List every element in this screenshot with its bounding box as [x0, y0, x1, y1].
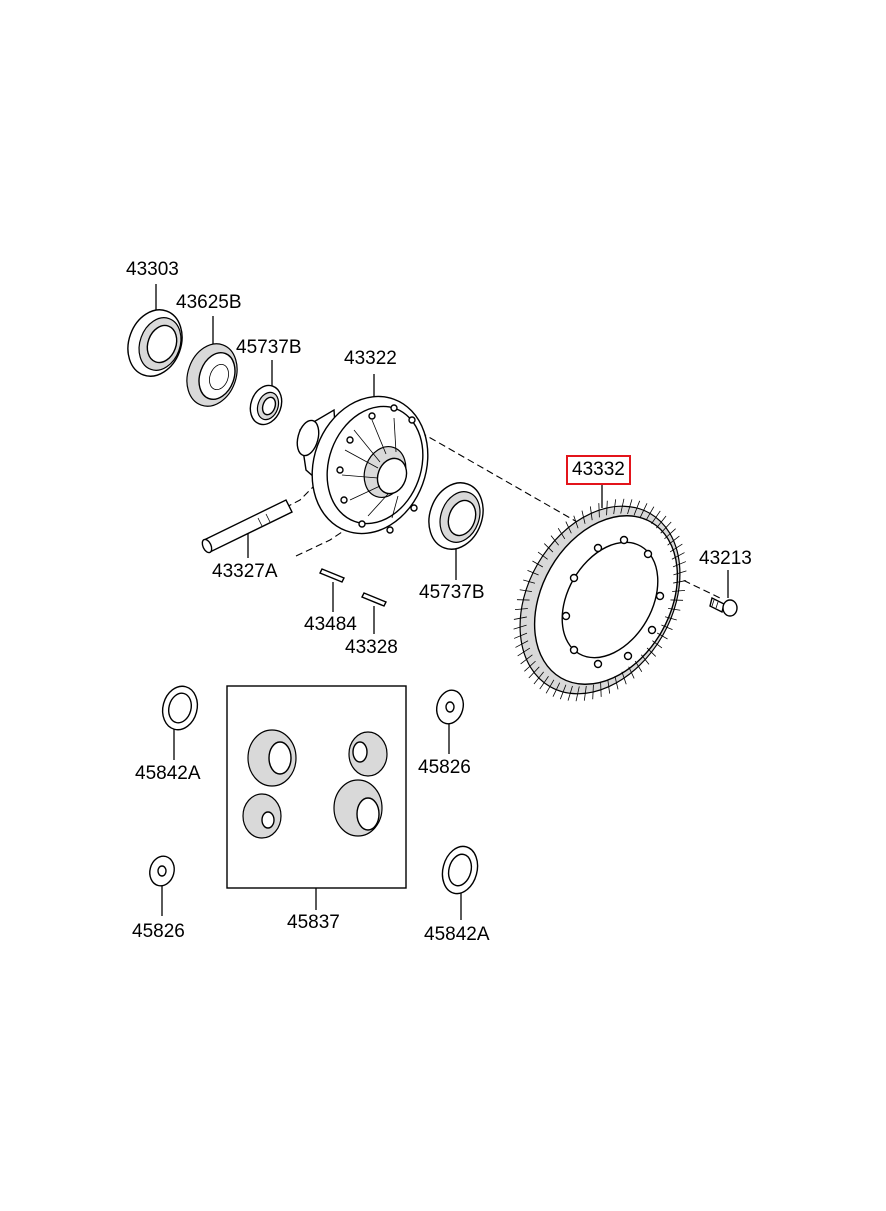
gear-tooth	[589, 506, 593, 521]
gear-tooth	[652, 640, 663, 649]
gear-tooth	[673, 570, 687, 576]
washer-45842A-left	[161, 685, 199, 731]
gear-tooth	[533, 671, 544, 685]
gear-tooth	[639, 503, 648, 518]
gear-tooth	[600, 682, 602, 697]
gear-tooth	[592, 684, 594, 700]
gear-tooth	[513, 616, 527, 620]
gear-tooth	[628, 666, 635, 679]
gear-tooth	[627, 499, 633, 515]
gear-tooth	[513, 632, 528, 639]
seal-45737B-large	[428, 482, 484, 550]
gear-tooth	[567, 685, 573, 701]
gear-tooth	[664, 616, 677, 621]
gear-tooth	[656, 632, 668, 640]
gear-tooth	[528, 666, 540, 679]
part-label-43328[interactable]: 43328	[345, 637, 398, 658]
leader-lines	[155, 284, 729, 920]
bearing-43303	[127, 309, 183, 377]
gear-tooth	[661, 624, 673, 631]
part-label-43332-highlighted[interactable]: 43332	[566, 455, 631, 485]
gear-tooth	[513, 624, 527, 630]
pin-43484	[319, 568, 345, 583]
part-label-45737B-mid[interactable]: 45737B	[419, 582, 485, 603]
pin-43328	[361, 592, 387, 607]
gear-tooth	[550, 535, 559, 546]
gear-tooth	[519, 589, 532, 592]
gear-tooth	[514, 608, 528, 611]
part-label-43322[interactable]: 43322	[344, 348, 397, 369]
pinion-gear-top-right	[348, 731, 388, 777]
gear-tooth	[607, 679, 611, 694]
gear-tooth	[552, 682, 561, 697]
gear-tooth	[524, 660, 536, 672]
gear-tooth	[573, 515, 579, 529]
part-label-45826-left[interactable]: 45826	[132, 921, 185, 942]
gear-tooth	[656, 515, 667, 529]
gear-tooth	[634, 660, 643, 672]
gear-tooth	[557, 528, 566, 540]
gear-tooth	[598, 503, 600, 518]
washer-45842A-right	[441, 845, 479, 895]
gear-tooth	[520, 654, 533, 665]
gear-tooth	[581, 510, 586, 524]
gear-tooth	[545, 679, 555, 694]
gear-tooth	[672, 589, 686, 592]
gear-tooth	[673, 580, 687, 584]
part-label-43303[interactable]: 43303	[126, 259, 179, 280]
part-label-45826-right[interactable]: 45826	[418, 757, 471, 778]
gear-tooth	[543, 543, 554, 553]
gear-tooth	[668, 608, 681, 611]
part-label-45737B-top[interactable]: 45737B	[236, 337, 302, 358]
gear-tooth	[620, 498, 625, 514]
gear-tooth	[645, 506, 655, 521]
gear-kit-45837	[226, 685, 407, 889]
gear-tooth	[532, 560, 544, 568]
part-label-45837[interactable]: 45837	[287, 912, 340, 933]
part-label-43625B[interactable]: 43625B	[176, 292, 242, 313]
gear-tooth	[664, 528, 676, 540]
part-label-45842A-left[interactable]: 45842A	[135, 763, 201, 784]
gear-43625B	[186, 343, 238, 407]
gear-tooth	[672, 561, 687, 568]
gear-tooth	[575, 686, 580, 702]
seal-45737B-small	[249, 384, 283, 426]
gear-tooth	[537, 551, 548, 560]
washer-45826-left	[149, 855, 175, 887]
part-label-43327A[interactable]: 43327A	[212, 561, 278, 582]
gear-tooth	[646, 647, 657, 657]
gear-tooth	[621, 671, 627, 685]
gear-tooth	[559, 684, 567, 700]
ring-gear-43332	[513, 498, 687, 702]
gear-tooth	[523, 579, 536, 584]
gear-tooth	[671, 552, 685, 560]
pinion-gear-bottom-left	[242, 793, 282, 839]
gear-tooth	[641, 654, 650, 665]
gear-tooth	[660, 521, 672, 534]
gear-tooth	[515, 640, 529, 648]
gear-tooth	[517, 647, 531, 657]
gear-tooth	[527, 569, 539, 576]
gear-tooth	[667, 535, 680, 546]
gear-tooth	[669, 543, 683, 553]
bolt-43213	[709, 596, 738, 617]
gear-tooth	[583, 685, 587, 701]
differential-case-43322	[296, 395, 429, 535]
gear-tooth	[651, 510, 661, 524]
gear-tooth	[633, 500, 641, 516]
part-label-43484[interactable]: 43484	[304, 614, 357, 635]
gear-tooth	[613, 499, 617, 515]
part-label-43213[interactable]: 43213	[699, 548, 752, 569]
washer-45826-right	[435, 689, 465, 725]
side-gear-top-left	[247, 729, 297, 787]
shaft-43327A	[201, 499, 293, 554]
gear-tooth	[539, 676, 549, 690]
side-gear-bottom-right	[333, 779, 383, 837]
part-label-45842A-right[interactable]: 45842A	[424, 924, 490, 945]
gear-tooth	[565, 521, 572, 534]
gear-tooth	[606, 500, 608, 516]
gear-tooth	[614, 676, 619, 690]
